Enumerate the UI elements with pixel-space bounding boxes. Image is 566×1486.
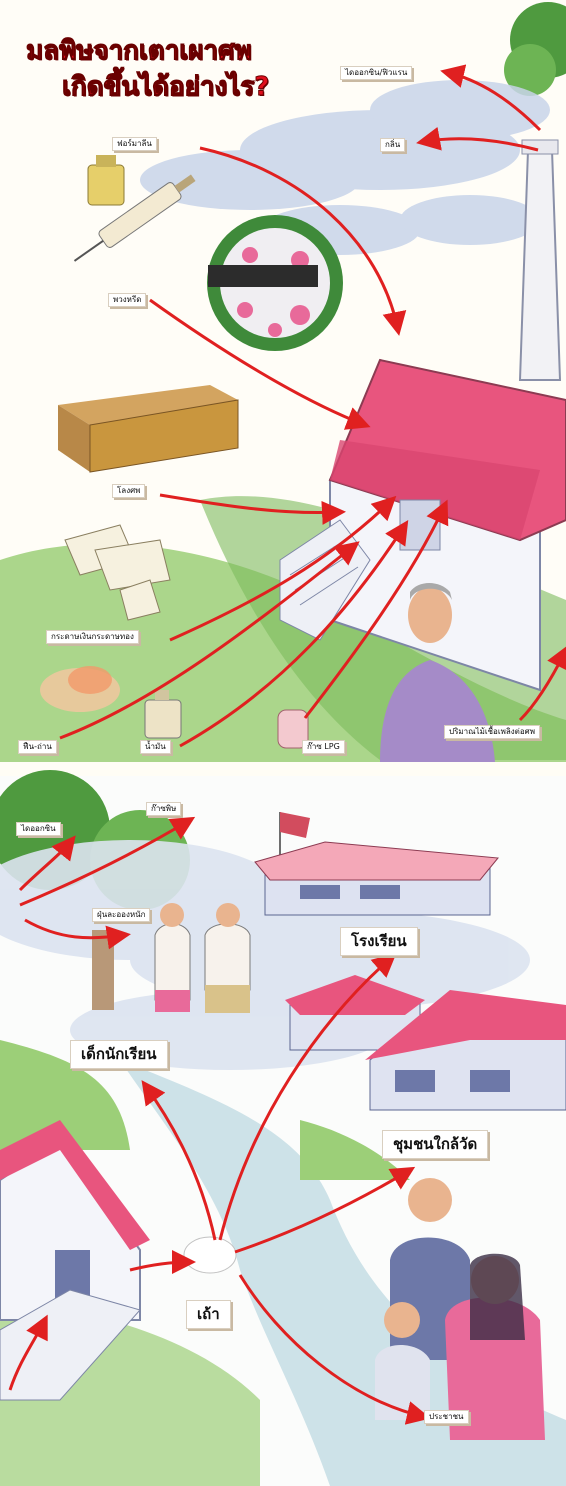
paper-money	[64, 524, 171, 621]
label-public: ประชาชน	[424, 1410, 469, 1424]
coffin	[58, 385, 239, 473]
label-coffin: โลงศพ	[112, 484, 146, 498]
chimney	[518, 149, 562, 381]
oil-can	[144, 690, 182, 739]
formalin-bottle	[87, 155, 125, 206]
label-dioxin-furan: ไดออกซิน/ฟิวแรน	[340, 66, 413, 80]
title-line-2: เกิดขึ้นได้อย่างไร?	[61, 72, 270, 103]
label-dust: ฝุ่นละอองหนัก	[92, 908, 151, 922]
label-oil: น้ำมัน	[140, 740, 171, 754]
label-fuel-per-body: ปริมาณไม้เชื้อเพลิงต่อศพ	[444, 725, 540, 739]
lpg-tank	[277, 709, 309, 749]
children	[154, 903, 251, 1013]
label-ash: เถ้า	[186, 1300, 231, 1329]
ash-cloud	[183, 1236, 237, 1274]
bottom-arrows	[8, 816, 431, 1425]
label-lpg: ก๊าซ LPG	[302, 740, 345, 754]
title-line-1: มลพิษจากเตาเผาศพ	[26, 36, 253, 67]
label-toxic-gas: ก๊าซพิษ	[146, 802, 182, 816]
label-wreath: พวงหรีด	[108, 293, 147, 307]
label-community: ชุมชนใกล้วัด	[382, 1130, 489, 1159]
fire-wood	[40, 666, 120, 712]
syringe	[73, 174, 196, 262]
label-odor: กลิ่น	[380, 138, 406, 152]
tree-trunk	[92, 930, 114, 1010]
label-paper-money: กระดาษเงินกระดาษทอง	[46, 630, 139, 644]
label-school: โรงเรียน	[340, 927, 418, 956]
label-dioxin: ไดออกซิน	[16, 822, 61, 836]
top-arrows	[59, 64, 566, 748]
label-wood-charcoal: ฟืน-ถ่าน	[18, 740, 57, 754]
label-students: เด็กนักเรียน	[70, 1040, 168, 1069]
school-building	[254, 841, 499, 916]
label-formalin: ฟอร์มาลีน	[112, 137, 157, 151]
community-people	[375, 1178, 545, 1440]
wreath	[207, 215, 343, 351]
